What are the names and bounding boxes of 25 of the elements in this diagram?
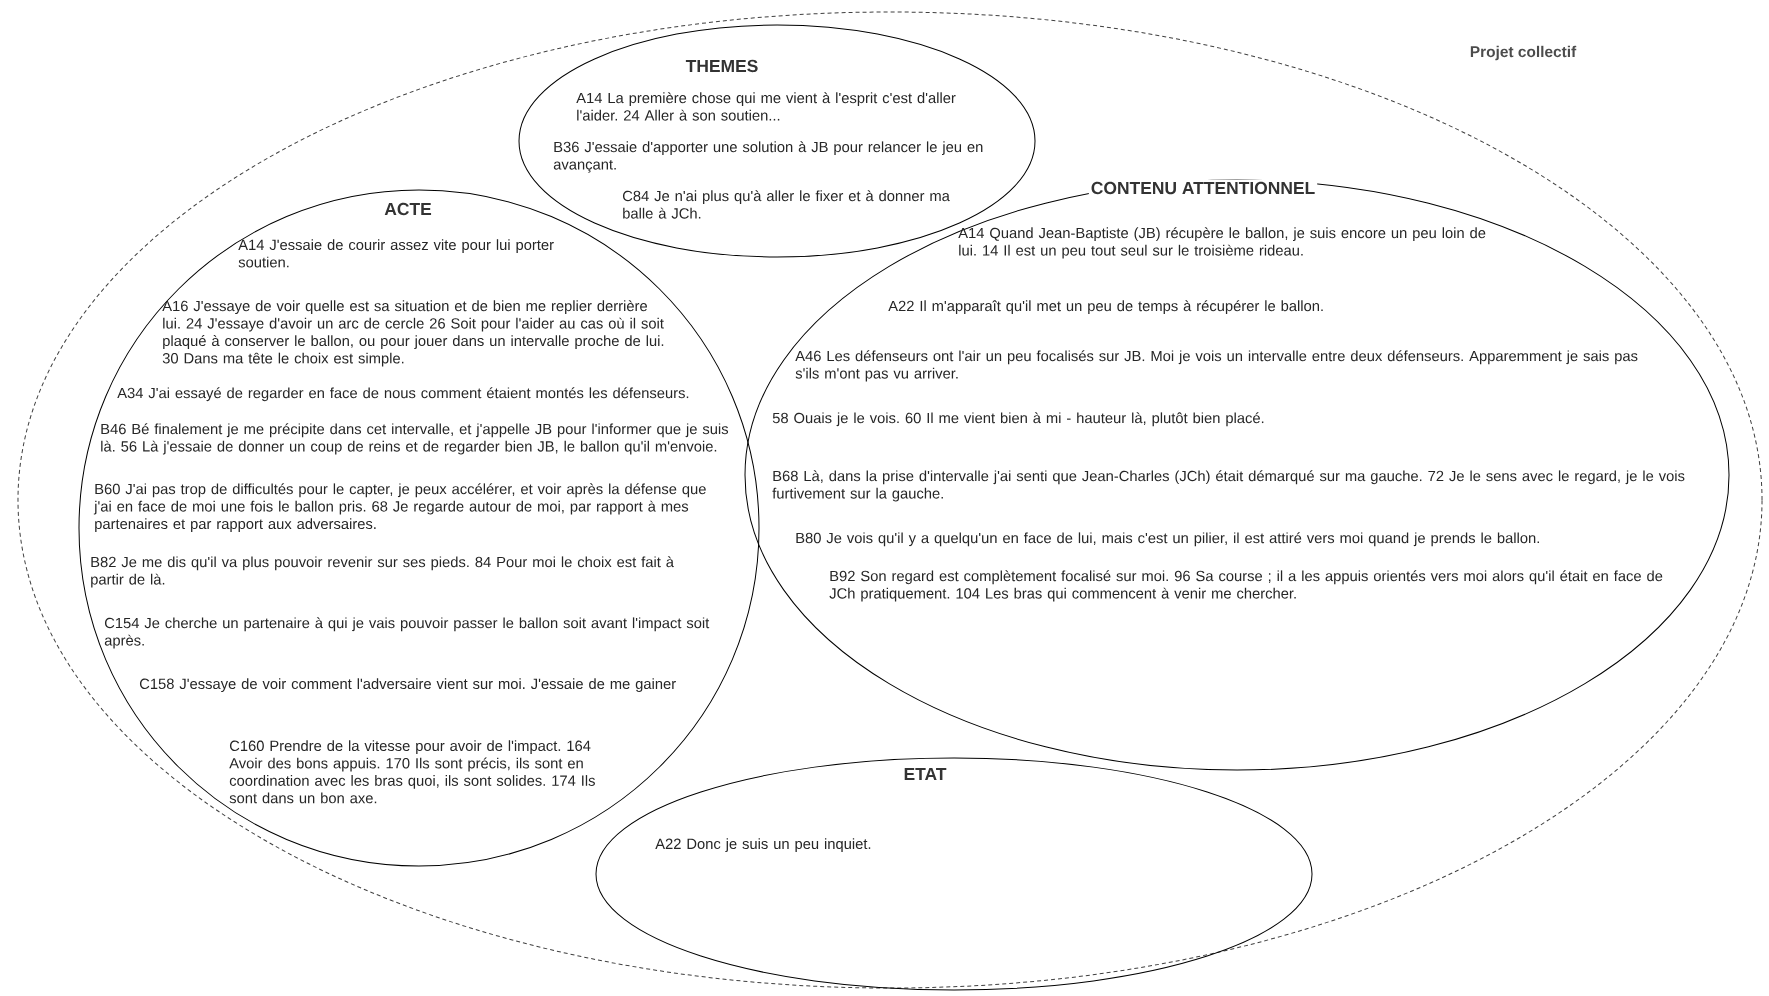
quote-text: C84 Je n'ai plus qu'à aller le fixer et à donner ma balle à JCh.: [622, 190, 950, 219]
quote-text: B60 J'ai pas trop de difficultés pour le capter, je peux accélérer, et voir après la défense que j'ai en face de moi une fois le ballon pris. 68 Je regarde autour de moi, par rapport à mes partenaires et par rapport aux adversaires.: [93, 483, 706, 532]
quote-text: A14 La première chose qui me vient à l'esprit c'est d'aller l'aider. 24 Aller à son soutien...: [576, 92, 956, 121]
quote-text: C154 Je cherche un partenaire à qui je vais pouvoir passer le ballon soit avant l'impact soit après.: [104, 617, 710, 649]
quote-text: B68 Là, dans la prise d'intervalle j'ai senti que Jean-Charles (JCh) était démarqué sur ma gauche. 72 Je le sens avec le regard, je le vois furtivement sur la gauche.: [772, 470, 1685, 502]
quote-text: 58 Ouais je le vois. 60 Il me vient bien à mi - hauteur là, plutôt bien placé.: [772, 412, 1264, 427]
quote-text: A34 J'ai essayé de regarder en face de nous comment étaient montés les défenseurs.: [117, 387, 689, 402]
quote-text: B80 Je vois qu'il y a quelqu'un en face de lui, mais c'est un pilier, il est attiré vers moi quand je prends le ballon.: [796, 532, 1539, 547]
quote-text: C160 Prendre de la vitesse pour avoir de l'impact. 164 Avoir des bons appuis. 170 Ils sont précis, ils sont en coordination avec les bras quoi, ils sont solides. 174 Ils sont dans un bon axe.: [229, 740, 595, 804]
heading: Projet collectif: [1467, 43, 1579, 63]
heading: CONTENU ATTENTIONNEL: [1088, 179, 1318, 197]
quote-text: B82 Je me dis qu'il va plus pouvoir revenir sur ses pieds. 84 Pour moi le choix est fait à partir de là.: [91, 556, 674, 588]
quote-text: B92 Son regard est complètement focalisé sur moi. 96 Sa course ; il a les appuis orientés vers moi alors qu'il était en face de JCh pratiquement. 104 Les bras qui commencent à venir me chercher.: [829, 570, 1663, 602]
heading: ACTE: [382, 200, 434, 218]
quote-text: A22 Il m'apparaît qu'il met un peu de temps à récupérer le ballon.: [888, 300, 1323, 315]
quote-text: A14 J'essaie de courir assez vite pour lui porter soutien.: [238, 239, 554, 268]
quote-text: A16 J'essaye de voir quelle est sa situation et de bien me replier derrière lui. 24 J'essaye d'avoir un arc de cercle 26 Soit pour l'aider au cas où il soit plaqué à conserver le ballon, ou pour jouer dans un intervalle proche de lui. 30 Dans ma tête le choix est simple.: [162, 300, 664, 367]
quote-text: C158 J'essaye de voir comment l'adversaire vient sur moi. J'essaie de me gainer: [139, 678, 676, 692]
quote-text: A22 Donc je suis un peu inquiet.: [655, 838, 871, 852]
quote-text: B46 Bé finalement je me précipite dans cet intervalle, et j'appelle JB pour l'informer que je suis là. 56 Là j'essaie de donner un coup de reins et de regarder bien JB, le ballon qu'il m'envoie.: [101, 423, 729, 455]
quote-text: A14 Quand Jean-Baptiste (JB) récupère le ballon, je suis encore un peu loin de lui. 14 Il est un peu tout seul sur le troisième rideau.: [958, 227, 1486, 259]
heading: ETAT: [901, 766, 949, 782]
quote-text: B36 J'essaie d'apporter une solution à JB pour relancer le jeu en avançant.: [553, 141, 983, 173]
quote-text: A46 Les défenseurs ont l'air un peu focalisés sur JB. Moi je vois un intervalle entre deux défenseurs. Apparemment je sais pas s'ils m'ont pas vu arriver.: [795, 350, 1638, 382]
heading: THEMES: [683, 57, 761, 75]
